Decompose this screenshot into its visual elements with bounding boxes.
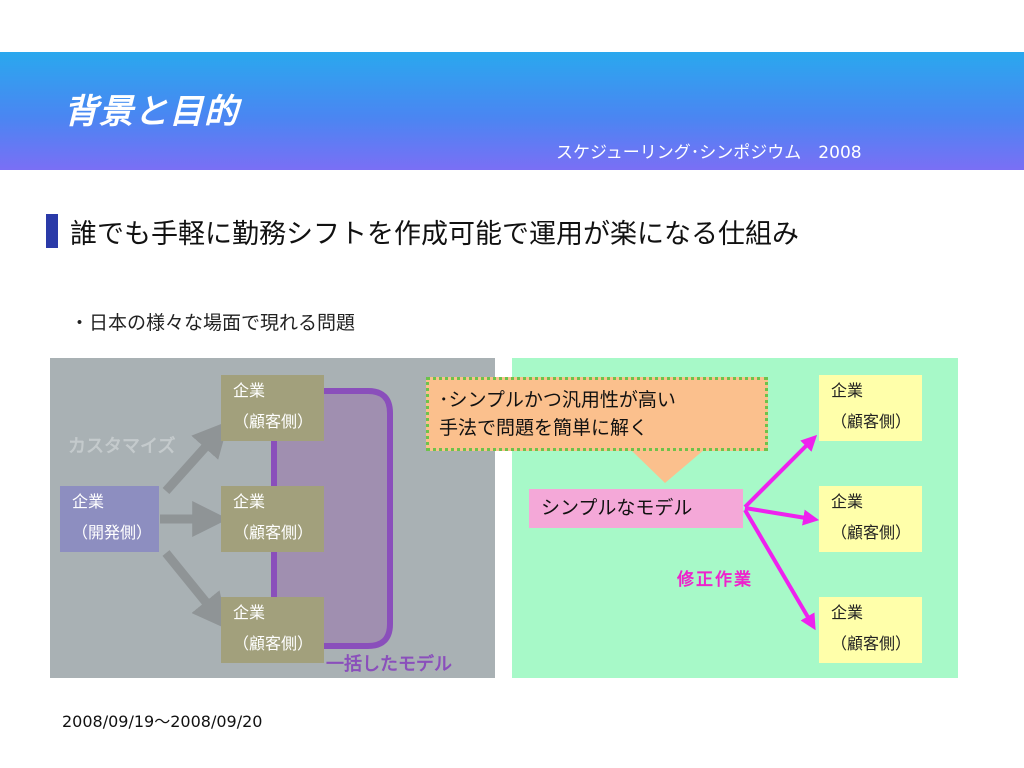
- developer-company-box: 企業 （開発側）: [60, 486, 159, 552]
- pink-arrow-bottom: [743, 508, 816, 631]
- right-customer-role: （顧客側）: [831, 412, 912, 431]
- right-customer-role: （顧客側）: [831, 634, 912, 653]
- left-customer-box: 企業 （顧客側）: [221, 597, 324, 663]
- conference-name: スケジューリング･シンポジウム 2008: [556, 143, 862, 163]
- left-customer-label: 企業: [233, 603, 266, 622]
- event-dates: 2008/09/19～2008/09/20: [62, 712, 263, 731]
- simple-model-box: シンプルなモデル: [529, 489, 743, 528]
- left-customer-box: 企業 （顧客側）: [221, 486, 324, 552]
- pink-arrow-middle: [744, 506, 820, 526]
- developer-company-role: （開発側）: [72, 523, 153, 542]
- callout-line-1: ･シンプルかつ汎用性が高い: [439, 389, 676, 411]
- right-customer-label: 企業: [831, 381, 864, 400]
- bundled-model-label: 一括したモデル: [326, 654, 452, 675]
- pink-arrow-top: [743, 434, 818, 509]
- slide-title: 背景と目的: [64, 92, 239, 132]
- left-customer-role: （顧客側）: [233, 634, 314, 653]
- left-customer-label: 企業: [233, 492, 266, 511]
- left-customer-box: 企業 （顧客側）: [221, 375, 324, 441]
- right-customer-box: 企業 （顧客側）: [819, 375, 922, 441]
- callout-line-2: 手法で問題を簡単に解く: [439, 417, 649, 439]
- left-customer-label: 企業: [233, 381, 266, 400]
- title-banner: [0, 52, 1024, 170]
- modification-label: 修正作業: [677, 570, 753, 590]
- callout-pointer: [630, 449, 705, 483]
- heading-marker: [46, 214, 58, 248]
- gray-arrow-bottom: [162, 550, 229, 630]
- customize-label: カスタマイズ: [68, 436, 176, 457]
- right-customer-label: 企業: [831, 603, 864, 622]
- right-customer-box: 企業 （顧客側）: [819, 597, 922, 663]
- bundle-bracket: [274, 388, 393, 649]
- right-customer-box: 企業 （顧客側）: [819, 486, 922, 552]
- right-customer-role: （顧客側）: [831, 523, 912, 542]
- left-customer-role: （顧客側）: [233, 412, 314, 431]
- bullet-point: ・日本の様々な場面で現れる問題: [70, 312, 356, 334]
- left-customer-role: （顧客側）: [233, 523, 314, 542]
- right-customer-label: 企業: [831, 492, 864, 511]
- section-heading: 誰でも手軽に勤務シフトを作成可能で運用が楽になる仕組み: [70, 219, 799, 250]
- solution-callout: ･シンプルかつ汎用性が高い 手法で問題を簡単に解く: [426, 377, 768, 451]
- gray-arrow-top: [162, 420, 229, 495]
- developer-company-label: 企業: [72, 492, 105, 511]
